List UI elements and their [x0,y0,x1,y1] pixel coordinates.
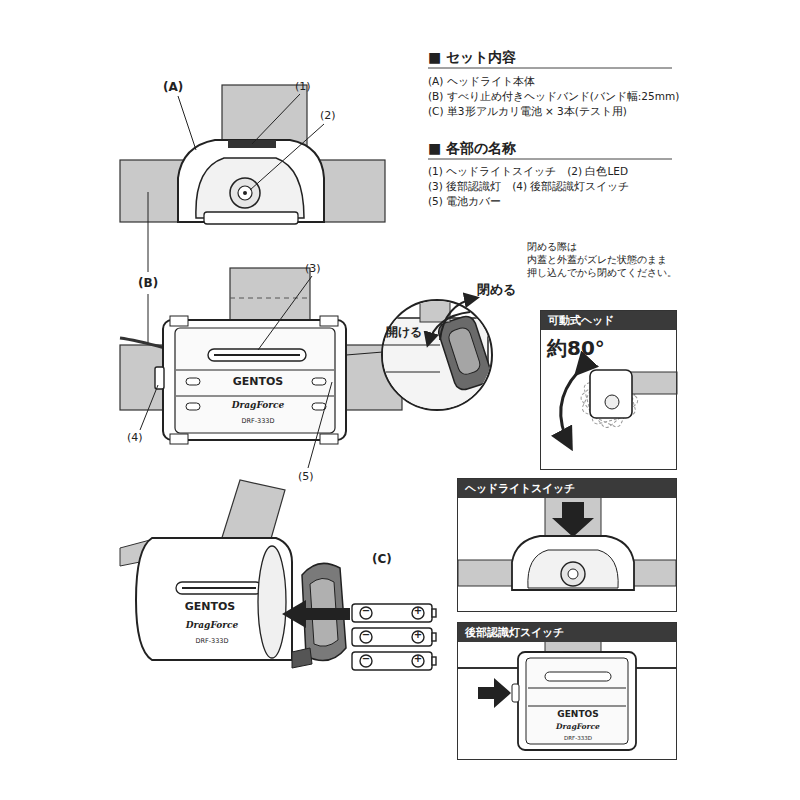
model-number: DRF-333D [195,637,228,645]
polarity-mark: − [362,605,370,618]
section-heading: ■ 各部の名称 [428,140,516,158]
callout-number: (5) [298,470,314,484]
callout-number: (2) [320,109,336,123]
part-name-list: (5) 電池カバー [428,195,501,208]
model-number: DRF-333D [564,735,592,742]
section-heading: ■ セット内容 [428,49,516,67]
callout-letter: (A) [163,80,183,95]
polarity-mark: + [414,629,422,642]
polarity-mark: − [362,629,370,642]
brand-logo: GENTOS [185,600,236,614]
product-logo: DragForce [556,722,600,731]
closing-note: 閉める際は 内蓋と外蓋がズレた状態のまま 押し込んでから閉めてください。 [527,241,679,279]
part-name-list: (3) 後部認識灯 (4) 後部認識灯スイッチ [428,180,629,193]
contents-item: (B) すべり止め付きヘッドバンド(バンド幅:25mm) [428,90,679,103]
callout-letter: (B) [138,276,158,291]
product-logo: DragForce [232,400,285,411]
panel-box: ヘッドライトスイッチ [457,478,677,612]
panel-heading: ヘッドライトスイッチ [458,479,676,498]
brand-logo: GENTOS [557,709,598,720]
panel-heading: 後部認識灯スイッチ [458,623,676,642]
callout-number: (3) [305,262,321,276]
product-logo: DragForce [186,620,239,631]
model-number: DRF-333D [241,417,274,425]
brand-logo: GENTOS [233,375,284,389]
polarity-mark: − [362,653,370,666]
action-label: 閉める [477,282,516,298]
panel-heading: 可動式ヘッド [541,311,676,330]
action-label: 開ける [386,325,422,340]
callout-number: (1) [295,80,311,94]
panel-box: 可動式ヘッド約80° [540,310,677,470]
polarity-mark: + [414,605,422,618]
polarity-mark: + [414,653,422,666]
angle-value: 約80° [547,335,605,362]
callout-number: (4) [127,431,143,445]
contents-item: (C) 単3形アルカリ電池 × 3本(テスト用) [428,105,627,118]
part-name-list: (1) ヘッドライトスイッチ (2) 白色LED [428,165,628,178]
contents-item: (A) ヘッドライト本体 [428,75,535,88]
callout-letter: (C) [372,552,392,567]
